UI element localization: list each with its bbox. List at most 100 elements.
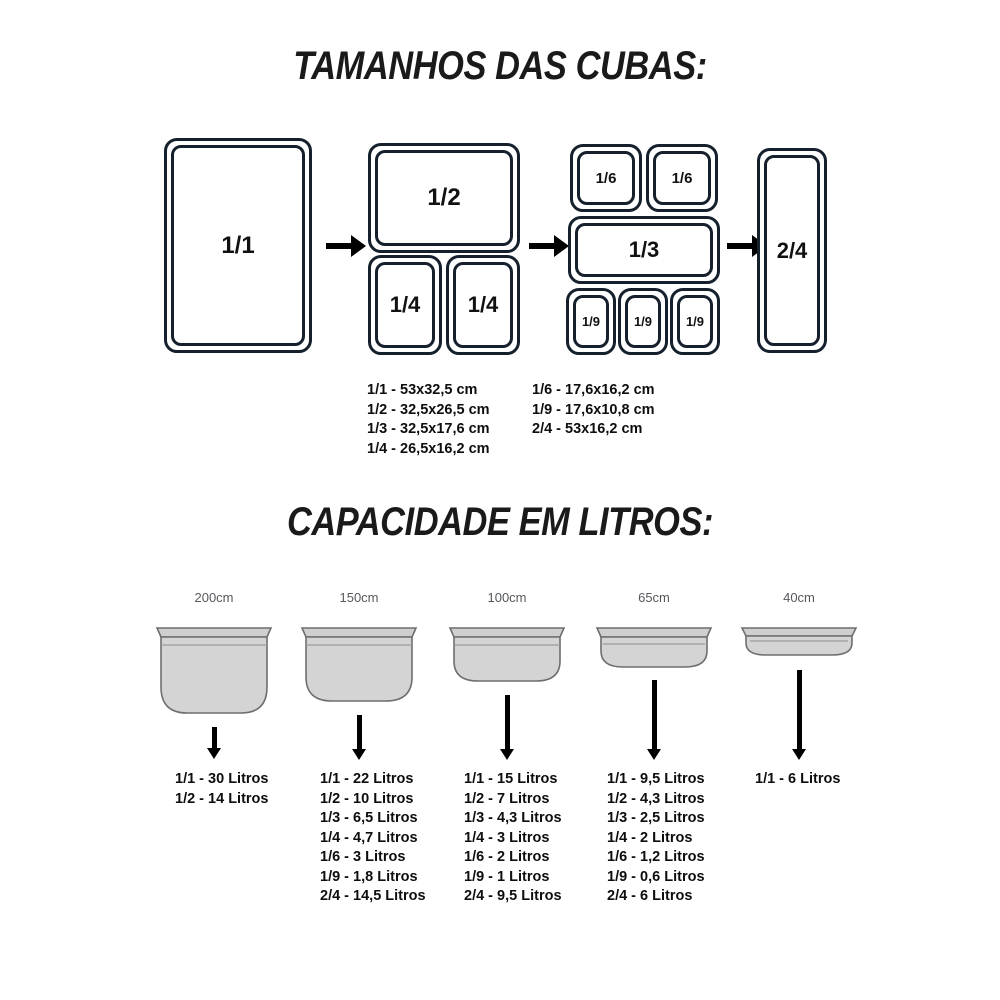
capacity-row: 1/3 - 6,5 Litros (320, 810, 418, 826)
pan-1-9-right: 1/9 (670, 288, 720, 355)
pan-1-6-right-inner: 1/6 (653, 151, 711, 205)
dimension-row: 1/3 - 32,5x17,6 cm (367, 421, 490, 437)
vessel-150cm (300, 625, 418, 720)
vessel-40cm (740, 625, 858, 720)
vessel-65cm (595, 625, 713, 720)
pan-sizes-diagram: 1/1 1/2 1/4 1/4 1/6 1/6 (0, 130, 1000, 370)
dimensions-column-1: 1/1 - 53x32,5 cm 1/2 - 32,5x26,5 cm 1/3 … (367, 381, 490, 459)
capacity-row: 1/9 - 0,6 Litros (607, 868, 705, 885)
dimension-row: 1/4 - 26,5x16,2 cm (367, 440, 490, 457)
page-title-sizes: TAMANHOS DAS CUBAS: (293, 44, 707, 88)
vessel-200cm (155, 625, 273, 720)
depth-label: 40cm (783, 590, 815, 605)
depth-label: 200cm (194, 590, 234, 605)
capacity-row: 2/4 - 6 Litros (607, 888, 693, 904)
pan-1-9-left-inner: 1/9 (573, 295, 609, 348)
pan-label: 1/4 (467, 292, 499, 317)
pan-1-9-center-inner: 1/9 (625, 295, 661, 348)
pan-1-1: 1/1 (164, 138, 312, 353)
pan-1-6-right: 1/6 (646, 144, 718, 212)
pan-1-3-inner: 1/3 (575, 223, 713, 277)
depth-label: 65cm (638, 590, 670, 605)
capacity-row: 1/4 - 2 Litros (607, 829, 693, 846)
down-arrow-100cm (500, 695, 514, 760)
pan-label: 1/3 (628, 237, 660, 262)
arrow-head (554, 235, 569, 257)
capacity-row: 1/6 - 3 Litros (320, 849, 406, 865)
arrow-head (351, 235, 366, 257)
vessel-100cm (448, 625, 566, 720)
pan-1-9-left: 1/9 (566, 288, 616, 355)
capacity-row: 1/9 - 1 Litros (464, 868, 550, 885)
pan-label: 1/9 (633, 314, 653, 329)
arrow-head (500, 749, 514, 760)
capacity-row: 1/1 - 22 Litros (320, 771, 414, 787)
capacity-list-100cm: 1/1 - 15 Litros 1/2 - 7 Litros 1/3 - 4,3… (464, 770, 562, 907)
dimension-row: 1/6 - 17,6x16,2 cm (532, 382, 655, 398)
capacity-row: 1/1 - 15 Litros (464, 771, 558, 787)
pan-label: 1/9 (685, 314, 705, 329)
pan-label: 1/1 (221, 231, 255, 259)
dimension-row: 1/2 - 32,5x26,5 cm (367, 401, 490, 418)
capacity-row: 1/9 - 1,8 Litros (320, 868, 418, 885)
down-arrow-150cm (352, 715, 366, 760)
capacity-row: 1/2 - 14 Litros (175, 790, 269, 807)
arrow-head (352, 749, 366, 760)
capacity-row: 1/6 - 2 Litros (464, 849, 550, 865)
page-title-capacity: CAPACIDADE EM LITROS: (286, 500, 714, 544)
capacity-row: 2/4 - 14,5 Litros (320, 888, 426, 904)
capacity-row: 1/3 - 2,5 Litros (607, 810, 705, 826)
pan-1-6-left-inner: 1/6 (577, 151, 635, 205)
dimension-row: 2/4 - 53x16,2 cm (532, 421, 643, 437)
depth-label: 150cm (339, 590, 379, 605)
pan-1-4-left: 1/4 (368, 255, 442, 355)
pan-label: 1/6 (595, 169, 617, 187)
capacity-list-200cm: 1/1 - 30 Litros 1/2 - 14 Litros (175, 770, 268, 809)
dimensions-column-2: 1/6 - 17,6x16,2 cm 1/9 - 17,6x10,8 cm 2/… (532, 381, 655, 440)
capacity-row: 1/1 - 6 Litros (755, 771, 841, 787)
pan-1-9-right-inner: 1/9 (677, 295, 713, 348)
pan-label: 1/4 (389, 292, 421, 317)
pan-1-1-inner: 1/1 (171, 145, 305, 346)
pan-2-4-inner: 2/4 (764, 155, 820, 346)
arrow-shaft (211, 727, 217, 748)
arrow-shaft (529, 243, 554, 249)
pan-label: 1/6 (671, 169, 693, 187)
capacity-row: 1/3 - 4,3 Litros (464, 810, 562, 826)
arrow-shaft (356, 715, 362, 749)
capacity-list-40cm: 1/1 - 6 Litros (755, 770, 840, 790)
capacity-row: 1/2 - 10 Litros (320, 790, 414, 807)
arrow-shaft (727, 243, 752, 249)
down-arrow-200cm (207, 727, 221, 759)
pan-1-4-left-inner: 1/4 (375, 262, 435, 348)
arrow-1-icon (326, 235, 366, 257)
pan-label: 1/2 (427, 184, 461, 211)
pan-1-6-left: 1/6 (570, 144, 642, 212)
capacity-row: 1/6 - 1,2 Litros (607, 849, 705, 865)
arrow-head (647, 749, 661, 760)
capacity-row: 2/4 - 9,5 Litros (464, 888, 562, 904)
pan-1-4-right-inner: 1/4 (453, 262, 513, 348)
pan-1-4-right: 1/4 (446, 255, 520, 355)
capacity-row: 1/1 - 9,5 Litros (607, 771, 705, 787)
arrow-shaft (651, 680, 657, 749)
capacity-diagram: 200cm 1/1 - 30 Litros 1/2 - 14 Litros 15… (0, 590, 1000, 950)
capacity-row: 1/4 - 3 Litros (464, 829, 550, 846)
dimension-row: 1/9 - 17,6x10,8 cm (532, 401, 655, 418)
down-arrow-65cm (647, 680, 661, 760)
depth-label: 100cm (487, 590, 527, 605)
capacity-list-65cm: 1/1 - 9,5 Litros 1/2 - 4,3 Litros 1/3 - … (607, 770, 705, 907)
arrow-2-icon (529, 235, 569, 257)
capacity-row: 1/2 - 7 Litros (464, 790, 550, 807)
capacity-row: 1/2 - 4,3 Litros (607, 790, 705, 807)
arrow-shaft (796, 670, 802, 749)
down-arrow-40cm (792, 670, 806, 760)
capacity-list-150cm: 1/1 - 22 Litros 1/2 - 10 Litros 1/3 - 6,… (320, 770, 426, 907)
pan-label: 1/9 (581, 314, 601, 329)
pan-label: 2/4 (776, 237, 808, 263)
pan-2-4: 2/4 (757, 148, 827, 353)
dimension-row: 1/1 - 53x32,5 cm (367, 382, 478, 398)
capacity-row: 1/1 - 30 Litros (175, 771, 269, 787)
arrow-shaft (326, 243, 351, 249)
arrow-head (207, 748, 221, 759)
